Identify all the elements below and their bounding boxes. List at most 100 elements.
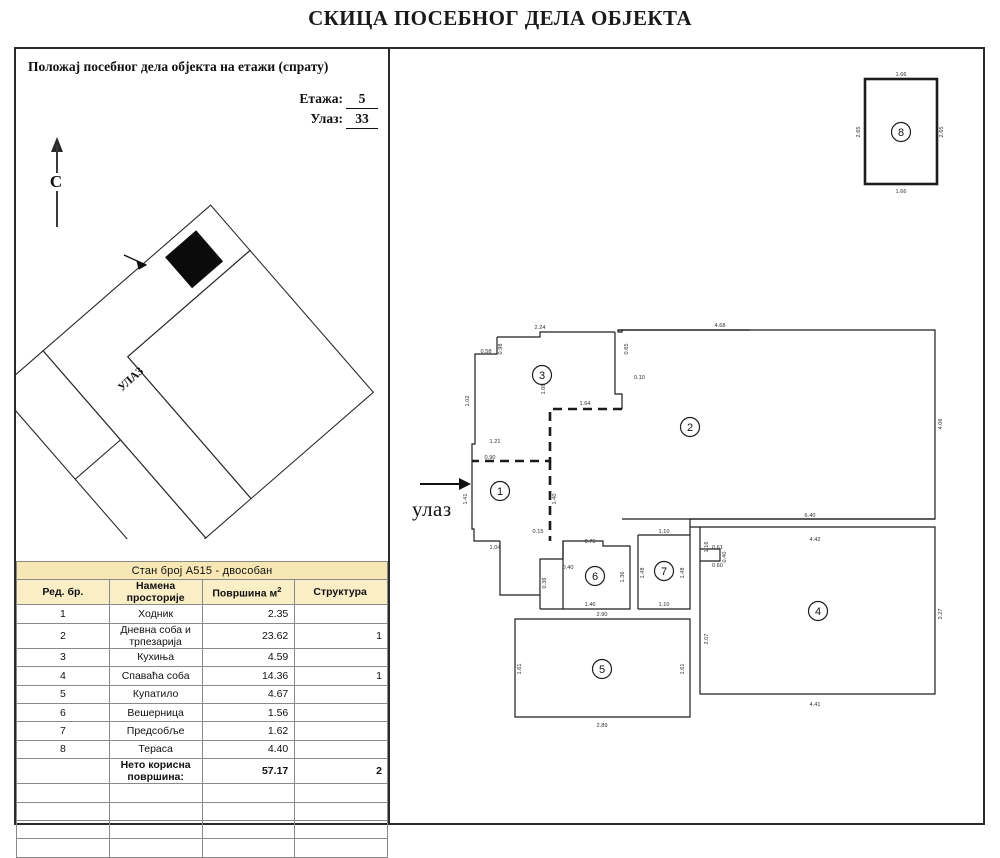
entrance-arrow-line — [420, 483, 462, 485]
cell-area: 14.36 — [201, 666, 296, 686]
north-arrow-icon: С — [44, 137, 70, 229]
empty-cell — [294, 819, 388, 840]
dim-room1-tick: 0.15 — [533, 529, 544, 535]
dimension-labels: 2.24 0.98 0.58 1.02 1.64 4.68 4.06 0.65 … — [463, 72, 945, 729]
empty-cell — [294, 838, 388, 858]
dim-room4-bottom: 4.41 — [810, 702, 821, 708]
dim-corridor-top: 6.40 — [805, 513, 816, 519]
building-divider-tick — [74, 439, 121, 480]
cell-area: 4.67 — [201, 684, 296, 704]
dim-room6-mid: 0.40 — [563, 565, 574, 571]
dim-room2-right: 4.06 — [938, 419, 944, 430]
dim-room6-left: 0.36 — [542, 578, 548, 589]
floorplan-dashed-partitions — [472, 407, 622, 541]
cell-room-name: Предсобље — [108, 721, 203, 741]
north-letter: С — [46, 173, 66, 191]
cell-structure — [294, 604, 388, 624]
room-marker-3: 3 — [531, 364, 553, 386]
floor-row: Етажа:5 — [299, 89, 378, 109]
empty-cell — [201, 819, 296, 840]
table-empty-row — [16, 801, 388, 821]
dim-room4-top: 4.42 — [810, 537, 821, 543]
wall-room5-outline — [514, 618, 691, 718]
floorplan-walls — [471, 329, 936, 718]
total-ordinal — [16, 758, 110, 785]
table-row: 2 Дневна соба и трпезарија 23.62 1 — [16, 622, 388, 649]
wall-room8-terrace — [863, 77, 939, 186]
cell-ordinal: 2 — [16, 622, 110, 649]
unit-table-container: Стан број A515 - двособан Ред. бр. Намен… — [16, 560, 388, 858]
cell-room-name: Спаваћа соба — [108, 666, 203, 686]
dim-room4-notch-b: 0.60 — [712, 563, 723, 569]
total-structure: 2 — [294, 758, 388, 785]
room-number-7: 7 — [661, 566, 667, 578]
dim-room5-top: 2.90 — [597, 612, 608, 618]
cell-room-name: Ходник — [108, 604, 203, 624]
cell-room-name: Купатило — [108, 684, 203, 704]
dim-room7-left: 1.48 — [640, 568, 646, 579]
cell-ordinal: 3 — [16, 647, 110, 668]
empty-cell — [294, 801, 388, 821]
dim-room4-right: 3.27 — [938, 609, 944, 620]
total-area: 57.17 — [201, 758, 296, 785]
table-row: 8 Тераса 4.40 — [16, 739, 388, 760]
room-number-5: 5 — [599, 664, 605, 676]
dim-room5-left: 1.61 — [517, 664, 523, 675]
wall-west-outline — [471, 337, 500, 542]
empty-cell — [16, 801, 110, 821]
dashed-partition-kitchen-hall — [472, 407, 622, 463]
terrace-block — [863, 77, 939, 186]
dim-room7-top: 1.10 — [659, 529, 670, 535]
dim-room2-left-top: 0.65 — [624, 344, 630, 355]
dim-room1-left: 1.41 — [463, 494, 469, 505]
dim-room8-top: 1.66 — [896, 72, 907, 78]
dim-room4-left: 2.07 — [704, 634, 710, 645]
cell-area: 23.62 — [201, 622, 296, 649]
cell-area: 2.35 — [201, 604, 296, 624]
room-number-8: 8 — [898, 127, 904, 139]
header-area-text: Површина м — [212, 587, 278, 600]
dim-room3-left: 0.58 — [481, 349, 492, 355]
wall-hall-bottom — [499, 541, 540, 596]
cell-structure — [294, 702, 388, 723]
cell-room-name: Кухиња — [108, 647, 203, 668]
entrance-row: Улаз:33 — [299, 109, 378, 129]
header-area-superscript: 2 — [277, 585, 282, 595]
cell-structure — [294, 647, 388, 668]
entrance-arrow-label: улаз — [412, 497, 452, 521]
wall-room2-outline — [622, 329, 936, 520]
frame-vertical-divider — [388, 47, 390, 825]
floor-value: 5 — [346, 89, 378, 109]
dim-room4-notch-c: 0.40 — [722, 552, 728, 563]
right-panel: улаз — [390, 49, 985, 823]
table-title-row: Стан број A515 - двособан — [16, 560, 388, 581]
room-number-1: 1 — [497, 486, 503, 498]
floor-plan-drawing: 2.24 0.98 0.58 1.02 1.64 4.68 4.06 0.65 … — [463, 72, 945, 729]
entrance-label: Улаз: — [310, 111, 343, 126]
cell-structure — [294, 721, 388, 741]
table-empty-row — [16, 783, 388, 803]
room-number-6: 6 — [592, 571, 598, 583]
table-row: 4 Спаваћа соба 14.36 1 — [16, 666, 388, 686]
highlighted-unit-marker — [165, 230, 224, 289]
room-number-4: 4 — [815, 606, 821, 618]
left-panel: Положај посебног дела објекта на етажи (… — [16, 49, 388, 858]
unit-title-cell: Стан број A515 - двособан — [16, 560, 388, 581]
empty-cell — [16, 783, 110, 803]
cell-ordinal: 5 — [16, 684, 110, 704]
header-ordinal: Ред. бр. — [16, 579, 110, 606]
empty-cell — [16, 819, 110, 840]
room-number-markers: 1 2 3 4 5 6 7 — [489, 121, 912, 680]
dim-room1-bottom: 1.04 — [490, 545, 501, 551]
dim-room4-notch-a: 0.61 — [712, 545, 723, 551]
table-row: 3 Кухиња 4.59 — [16, 647, 388, 668]
empty-cell — [108, 819, 203, 840]
dim-room2-node: 0.10 — [634, 375, 645, 381]
table-empty-row — [16, 838, 388, 858]
dim-room3-inner: 1.64 — [580, 401, 591, 407]
wall-kitchen-top — [497, 331, 615, 338]
dim-room8-left: 2.65 — [856, 127, 862, 138]
room-marker-5: 5 — [591, 658, 613, 680]
empty-cell — [108, 783, 203, 803]
dim-room3-top: 2.24 — [535, 325, 546, 331]
